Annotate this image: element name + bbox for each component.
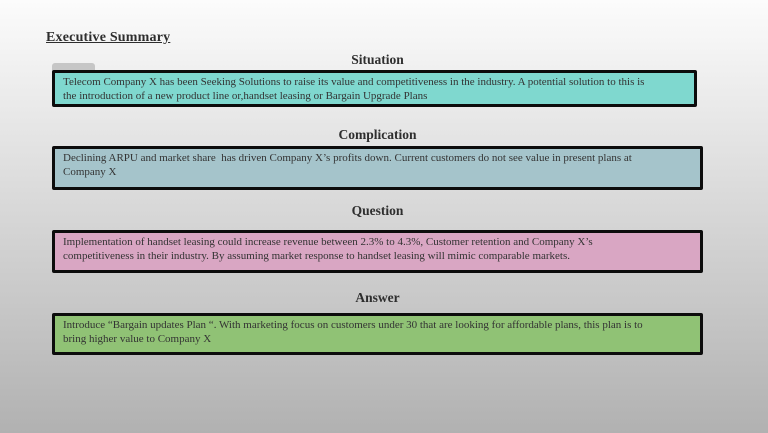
sections: Situation Telecom Company X has been See… bbox=[52, 48, 703, 355]
section-heading: Complication bbox=[338, 127, 417, 142]
section: Answer Introduce “Bargain updates Plan “… bbox=[52, 290, 703, 355]
section-box: Declining ARPU and market share has driv… bbox=[52, 146, 703, 190]
page-title: Executive Summary bbox=[46, 30, 171, 45]
section: Situation Telecom Company X has been See… bbox=[52, 52, 703, 107]
section-heading: Situation bbox=[351, 52, 404, 67]
section-text: Implementation of handset leasing could … bbox=[63, 236, 593, 262]
section-text: Introduce “Bargain updates Plan “. With … bbox=[63, 319, 643, 345]
section-box: Implementation of handset leasing could … bbox=[52, 230, 703, 273]
section-text: Telecom Company X has been Seeking Solut… bbox=[63, 76, 645, 102]
section-heading: Answer bbox=[355, 290, 400, 305]
section: Question Implementation of handset leasi… bbox=[52, 203, 703, 273]
gray-tab-shape bbox=[52, 63, 95, 73]
section-heading: Question bbox=[351, 203, 404, 218]
section-text: Declining ARPU and market share has driv… bbox=[63, 152, 632, 178]
section-box: Telecom Company X has been Seeking Solut… bbox=[52, 70, 697, 107]
section-box: Introduce “Bargain updates Plan “. With … bbox=[52, 313, 703, 355]
section: Complication Declining ARPU and market s… bbox=[52, 127, 703, 190]
